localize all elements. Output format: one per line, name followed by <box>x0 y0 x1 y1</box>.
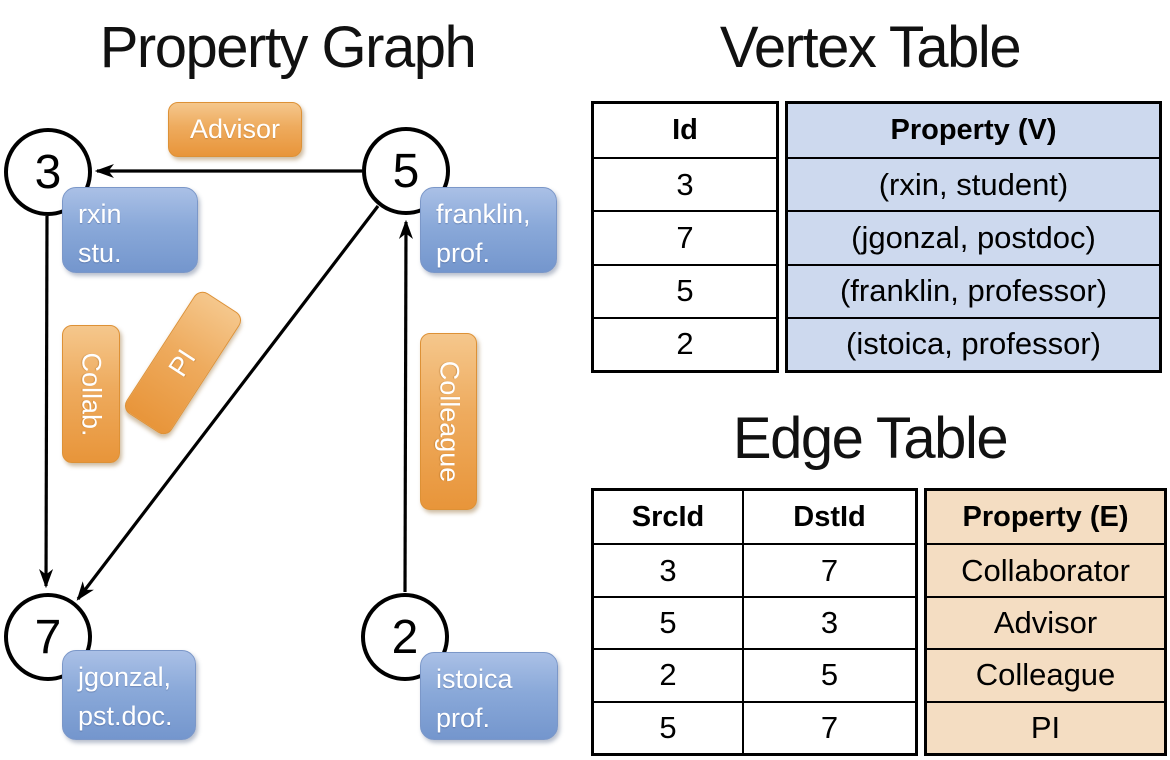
vertex-table-id-cell: 3 <box>594 157 776 210</box>
vertex-table-id-cell: 5 <box>594 263 776 317</box>
vertex-table-id-column: Id 3 7 5 2 <box>591 101 779 373</box>
vertex-table-property-cell: (rxin, student) <box>788 157 1159 210</box>
vertex-table-id-cell: 2 <box>594 316 776 370</box>
edge-table-property-header: Property (E) <box>962 500 1129 533</box>
edge-table-property-cell: Advisor <box>927 595 1164 648</box>
edge-table-dstid-cell: 3 <box>742 595 915 649</box>
node-7-id: 7 <box>34 610 62 664</box>
edge-table-dstid-header: DstId <box>742 491 915 544</box>
edge-collaborator-3-to-7 <box>39 215 54 589</box>
edge-table-title: Edge Table <box>732 406 1009 471</box>
edge-label-advisor: Advisor <box>168 102 302 157</box>
vertex-table-property-header: Property (V) <box>890 114 1057 147</box>
node-3: 3 <box>4 128 92 216</box>
vertex-property-box-franklin: franklin, prof. <box>420 187 557 273</box>
vertex-table-property-cell: (jgonzal, postdoc) <box>788 210 1159 263</box>
edge-table-dstid-cell: 7 <box>742 700 915 753</box>
node-2-id: 2 <box>391 610 419 664</box>
property-graph-title: Property Graph <box>99 15 477 80</box>
edge-table-srcid-cell: 5 <box>594 700 742 753</box>
edge-table-srcid-cell: 3 <box>594 543 742 595</box>
edge-label-pi: PI <box>121 287 245 439</box>
edge-table-property-cell: Collaborator <box>927 543 1164 595</box>
vertex-property-box-rxin: rxin stu. <box>62 187 198 273</box>
node-5-id: 5 <box>392 144 420 198</box>
vertex-table-id-cell: 7 <box>594 210 776 263</box>
vertex-table-property-cell: (istoica, professor) <box>788 316 1159 370</box>
edge-label-colleague: Colleague <box>420 333 477 510</box>
node-3-id: 3 <box>34 145 62 199</box>
vertex-table-property-column: Property (V) (rxin, student) (jgonzal, p… <box>785 101 1162 373</box>
edge-table-dstid-cell: 7 <box>742 543 915 596</box>
edge-table-property-cell: PI <box>927 700 1164 753</box>
edge-table-srcid-header: SrcId <box>631 500 705 533</box>
edge-table-srcid-cell: 5 <box>594 595 742 648</box>
edge-table-dstid-cell: 5 <box>742 648 915 701</box>
edge-table-property-cell: Colleague <box>927 648 1164 700</box>
vertex-property-box-jgonzal: jgonzal, pst.doc. <box>62 650 196 740</box>
edge-table: SrcId DstId 3 7 5 3 2 5 5 7 Property (E)… <box>591 488 1167 756</box>
vertex-table: Id 3 7 5 2 Property (V) (rxin, student) … <box>591 101 1162 373</box>
vertex-table-property-cell: (franklin, professor) <box>788 263 1159 317</box>
vertex-table-id-header: Id <box>672 114 698 147</box>
edge-colleague-2-to-5 <box>398 219 413 593</box>
edge-table-property-column: Property (E) Collaborator Advisor Collea… <box>924 488 1167 756</box>
edge-label-collaborator: Collab. <box>62 325 120 463</box>
vertex-table-title: Vertex Table <box>719 15 1022 80</box>
vertex-property-box-istoica: istoica prof. <box>420 652 558 740</box>
edge-table-id-columns: SrcId DstId 3 7 5 3 2 5 5 7 <box>591 488 918 756</box>
edge-table-srcid-cell: 2 <box>594 648 742 700</box>
